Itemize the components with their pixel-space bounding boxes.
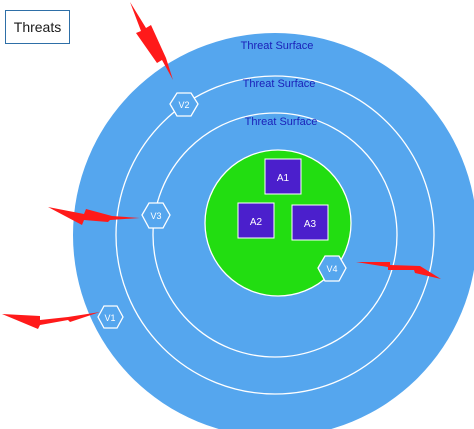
surface-label-inner: Threat Surface xyxy=(245,116,318,128)
vulnerability-v3-label: V3 xyxy=(150,211,161,221)
threat-bolt-right xyxy=(356,262,441,279)
vulnerability-v2: V2 xyxy=(169,92,199,117)
vulnerability-v4: V4 xyxy=(317,255,347,282)
vulnerability-v2-label: V2 xyxy=(178,100,189,110)
surface-label-middle: Threat Surface xyxy=(243,78,316,90)
inner-ring xyxy=(152,112,398,358)
middle-ring xyxy=(115,75,435,395)
threat-bolt-left-bottom xyxy=(2,312,100,329)
vulnerability-v1-label: V1 xyxy=(104,313,115,323)
surface-label-outer: Threat Surface xyxy=(241,40,314,52)
asset-a1: A1 xyxy=(264,158,302,195)
threat-bolt-left-middle xyxy=(48,207,140,225)
asset-a2: A2 xyxy=(237,202,275,239)
asset-a1-label: A1 xyxy=(277,173,290,184)
asset-a2-label: A2 xyxy=(250,217,263,228)
vulnerability-v3: V3 xyxy=(141,202,171,229)
asset-core xyxy=(204,149,352,297)
threats-legend-box: Threats xyxy=(5,10,70,44)
vulnerability-v4-label: V4 xyxy=(326,264,337,274)
threats-legend-label: Threats xyxy=(13,19,62,35)
threat-bolt-top xyxy=(130,2,173,80)
asset-a3: A3 xyxy=(291,204,329,241)
vulnerability-v1: V1 xyxy=(97,305,124,329)
asset-a3-label: A3 xyxy=(304,219,317,230)
